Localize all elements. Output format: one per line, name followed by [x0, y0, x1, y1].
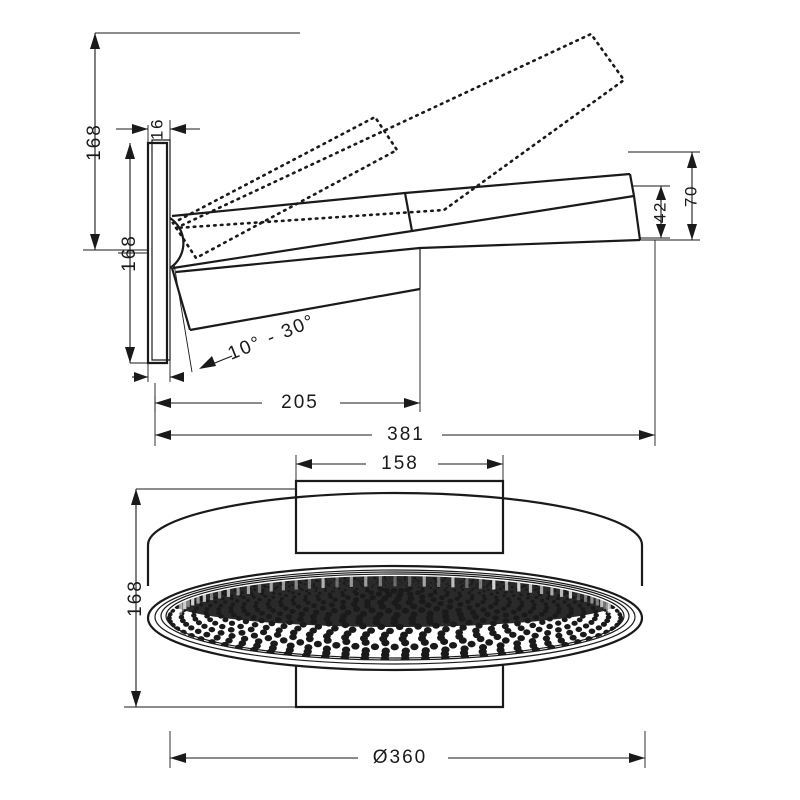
dim-label-overall-projection: 381: [387, 424, 425, 445]
upper-bracket: [296, 481, 503, 553]
dimension-overall-height-168: 168: [83, 33, 300, 250]
dimension-plate-thickness-16: 16: [116, 118, 200, 143]
dim-label-swivel-angle: 10° - 30°: [225, 311, 319, 365]
side-elevation-view: 168 168 16: [83, 33, 700, 446]
dim-label-bracket-width: 158: [381, 453, 419, 474]
dim-label-overall-height: 168: [84, 123, 105, 161]
dim-label-head-height: 168: [125, 579, 146, 617]
dimension-bracket-width-158: 158: [296, 453, 503, 481]
dim-label-head-total-thickness: 70: [681, 185, 700, 207]
dim-label-plate-height: 168: [119, 234, 140, 272]
dim-label-head-thickness: 42: [650, 201, 669, 223]
swivel-angle-annotation: 10° - 30°: [174, 264, 319, 372]
dimension-plate-height-168: 168: [118, 143, 148, 363]
wall-plate: [148, 140, 170, 363]
dim-label-head-diameter: Ø360: [373, 747, 427, 768]
dimension-head-diameter-360: Ø360: [170, 731, 645, 769]
front-elevation-view: 168 158 Ø360: [124, 453, 645, 769]
arm-ghost-position-1: [173, 117, 397, 258]
dim-label-plate-thickness: 16: [147, 118, 166, 140]
dim-label-arm-projection: 205: [281, 392, 319, 413]
dimension-arm-projection-205: 205: [155, 289, 420, 414]
arm-ghost-position-2: [176, 34, 624, 228]
